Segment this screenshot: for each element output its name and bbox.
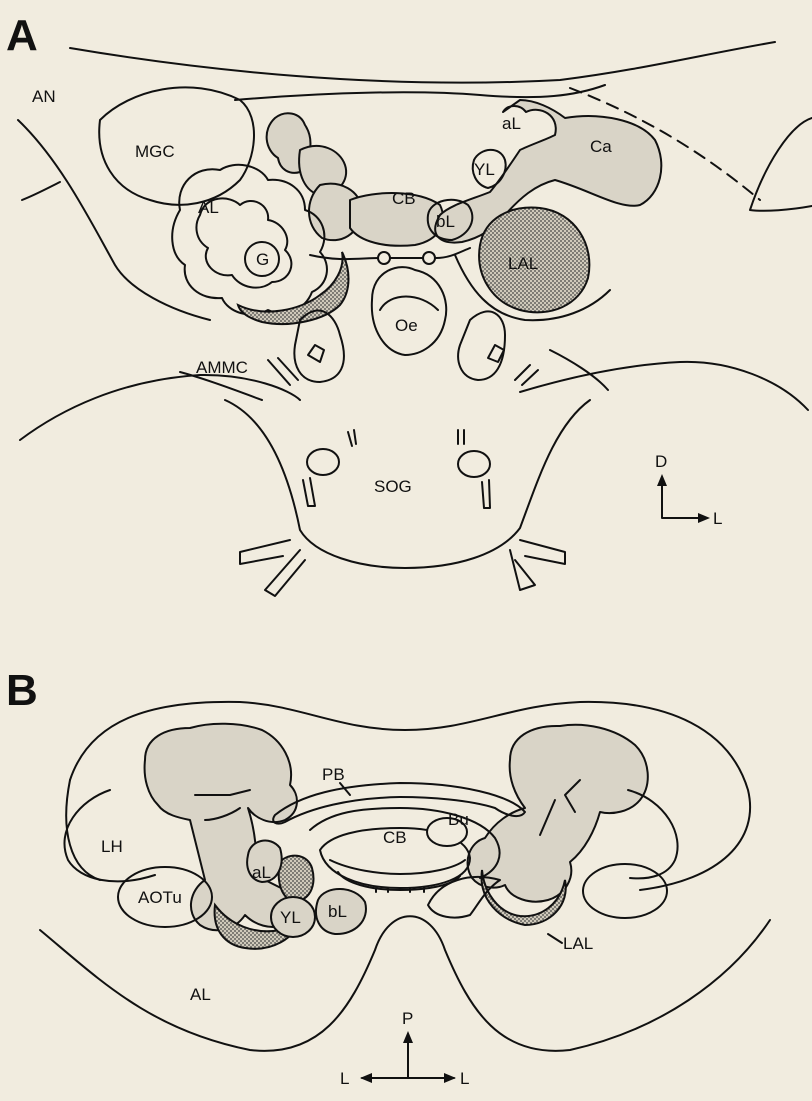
stipple-region-b-center	[279, 856, 314, 901]
oesophagus-opening	[372, 267, 446, 355]
nerve-left	[308, 345, 324, 362]
oesophagus-inner	[380, 297, 438, 311]
brain-outline-top	[70, 42, 775, 83]
right-optic-lobe-outline	[750, 118, 812, 211]
label-aotu: AOTu	[138, 888, 182, 907]
sog-nucleus-right	[458, 451, 490, 477]
orientation-axes-b	[362, 1040, 454, 1078]
label-lal-b: LAL	[563, 934, 593, 953]
label-sog: SOG	[374, 477, 412, 496]
commissure-node-right	[423, 252, 435, 264]
panel-a-letter: A	[6, 11, 38, 60]
sog-marker-left	[348, 430, 356, 446]
brain-outline-left	[18, 120, 210, 320]
lateral-horn	[64, 790, 155, 881]
arrow-right-icon-b	[444, 1073, 456, 1083]
sog-outline-upper	[20, 362, 808, 440]
label-al-small: aL	[502, 114, 521, 133]
commissure-node-left	[378, 252, 390, 264]
label-bu: Bu	[448, 810, 469, 829]
label-ca: Ca	[590, 137, 612, 156]
orientation-axes-a	[662, 482, 700, 518]
sog-stalk-right	[482, 480, 490, 508]
central-body-inner-b	[330, 860, 465, 874]
panel-b-letter: B	[6, 666, 38, 715]
sog-stalk-left	[303, 478, 315, 506]
label-yl-b: YL	[280, 908, 301, 927]
label-cb: CB	[392, 189, 416, 208]
mid-curve-right	[550, 350, 608, 390]
al-lower-curve	[40, 916, 770, 1051]
label-al: AL	[198, 198, 219, 217]
arrow-up-icon	[657, 474, 667, 486]
label-oe: Oe	[395, 316, 418, 335]
antennal-lobe	[172, 165, 327, 315]
label-yl: YL	[474, 160, 495, 179]
panel-b: B PB Bu	[6, 666, 770, 1088]
label-pb: PB	[322, 765, 345, 784]
arrow-right-icon	[698, 513, 710, 523]
axis-label-up-b: P	[402, 1009, 413, 1028]
sog-marker-right	[458, 430, 464, 444]
label-mgc: MGC	[135, 142, 175, 161]
brain-outline-top-inner	[235, 85, 605, 100]
label-al-b: AL	[190, 985, 211, 1004]
label-lh: LH	[101, 837, 123, 856]
label-g: G	[256, 250, 269, 269]
axis-label-up-a: D	[655, 452, 667, 471]
label-bl: bL	[436, 212, 455, 231]
label-an: AN	[32, 87, 56, 106]
axis-label-right-a: L	[713, 509, 722, 528]
sog-leg-left	[240, 540, 305, 596]
lal-leader-line	[548, 934, 562, 943]
arrow-left-icon-b	[360, 1073, 372, 1083]
label-ammc: AMMC	[196, 358, 248, 377]
protocerebral-bridge	[273, 783, 525, 824]
label-bl-b: bL	[328, 902, 347, 921]
axis-label-right-b: L	[460, 1069, 469, 1088]
arrow-up-icon-b	[403, 1031, 413, 1043]
label-lal: LAL	[508, 254, 538, 273]
sog-nucleus-left	[307, 449, 339, 475]
mushroom-body-right-b	[468, 725, 648, 902]
label-cb-b: CB	[383, 828, 407, 847]
axis-label-left-b: L	[340, 1069, 349, 1088]
label-al-small-b: aL	[252, 863, 271, 882]
right-aotu-region	[583, 864, 667, 918]
left-eye-line	[22, 182, 60, 200]
panel-a: A	[6, 11, 812, 596]
sog-leg-right	[510, 540, 565, 590]
mgc-region	[99, 87, 254, 204]
